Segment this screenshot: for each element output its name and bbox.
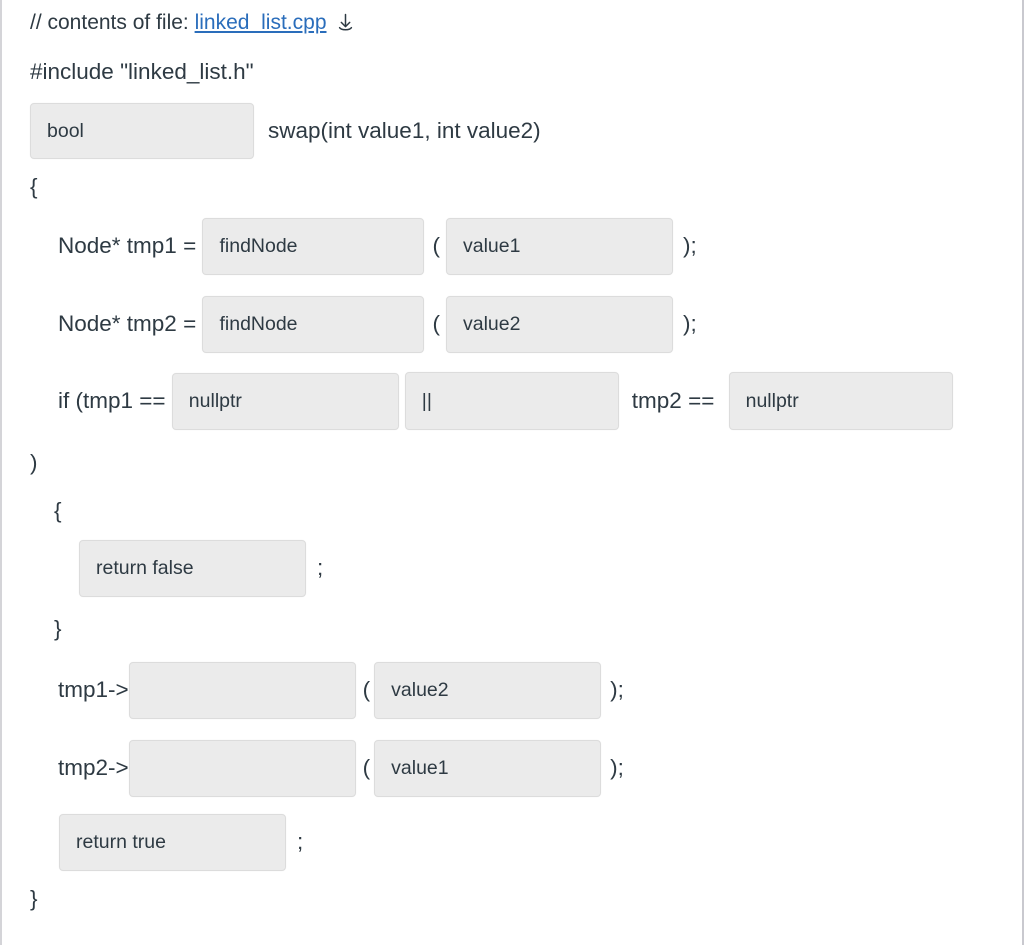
slot-return-true[interactable]: return true (59, 813, 286, 871)
if-open-brace-line: { (2, 482, 1022, 530)
file-comment-line: // contents of file: linked_list.cpp (2, 0, 1022, 38)
call1-prefix-text: tmp1-> (58, 676, 129, 702)
tmp1-suffix-text: ); (682, 232, 697, 258)
call-line-tmp2: tmp2-> ( value1 ); (2, 726, 1022, 804)
tmp2-prefix-text: Node* tmp2 = (58, 310, 203, 336)
file-link-linked-list-cpp[interactable]: linked_list.cpp (194, 11, 327, 34)
call2-prefix-text: tmp2-> (58, 754, 129, 780)
if-close-paren-text: ) (30, 449, 38, 475)
function-open-brace-line: { (2, 160, 1022, 204)
include-text: #include "linked_list.h" (30, 58, 254, 84)
tmp2-open-paren-text: ( (432, 310, 440, 336)
function-signature-line: bool swap(int value1, int value2) (2, 88, 1022, 160)
call-line-tmp1: tmp1-> ( value2 ); (2, 648, 1022, 726)
slot-call2-argument[interactable]: value1 (374, 739, 602, 797)
include-line: #include "linked_list.h" (2, 38, 1022, 88)
slot-tmp1-function[interactable]: findNode (202, 217, 425, 275)
close-brace-text: } (30, 885, 38, 911)
slot-tmp2-function[interactable]: findNode (202, 295, 425, 353)
code-area: // contents of file: linked_list.cpp #in… (2, 0, 1022, 918)
inner-open-brace-text: { (54, 497, 62, 523)
signature-suffix-text: swap(int value1, int value2) (268, 117, 541, 143)
open-brace-text: { (30, 173, 38, 199)
return-true-semicolon-text: ; (297, 828, 304, 854)
call2-suffix-text: ); (610, 754, 624, 780)
declaration-line-tmp1: Node* tmp1 = findNode ( value1 ); (2, 204, 1022, 282)
if-prefix-text: if (tmp1 == (58, 387, 172, 413)
if-close-brace-line: } (2, 600, 1022, 648)
if-middle-text: tmp2 == (631, 387, 721, 413)
declaration-line-tmp2: Node* tmp2 = findNode ( value2 ); (2, 282, 1022, 360)
return-false-semicolon-text: ; (317, 554, 324, 580)
slot-call1-argument[interactable]: value2 (374, 661, 602, 719)
slot-call1-method[interactable] (128, 661, 356, 719)
slot-return-false[interactable]: return false (79, 539, 306, 597)
call2-open-paren-text: ( (362, 754, 371, 780)
tmp2-suffix-text: ); (682, 310, 697, 336)
slot-return-type[interactable]: bool (30, 103, 254, 159)
comment-prefix-text: // contents of file: (30, 10, 195, 34)
call1-suffix-text: ); (610, 676, 624, 702)
slot-call2-method[interactable] (128, 739, 356, 797)
tmp1-prefix-text: Node* tmp1 = (58, 232, 203, 258)
slot-tmp2-argument[interactable]: value2 (445, 295, 673, 353)
return-true-line: return true ; (2, 804, 1022, 874)
function-close-brace-line: } (2, 874, 1022, 918)
slot-if-operand-2[interactable]: nullptr (728, 372, 953, 430)
call1-open-paren-text: ( (362, 676, 371, 702)
inner-close-brace-text: } (54, 615, 62, 641)
tmp1-open-paren-text: ( (432, 232, 440, 258)
return-false-line: return false ; (2, 530, 1022, 600)
slot-logical-operator[interactable]: || (404, 372, 619, 430)
if-close-paren-line: ) (2, 438, 1022, 482)
slot-tmp1-argument[interactable]: value1 (445, 217, 673, 275)
if-condition-line: if (tmp1 == nullptr || tmp2 == nullptr (2, 360, 1022, 438)
download-icon[interactable] (336, 13, 355, 33)
slot-if-operand-1[interactable]: nullptr (171, 372, 399, 430)
